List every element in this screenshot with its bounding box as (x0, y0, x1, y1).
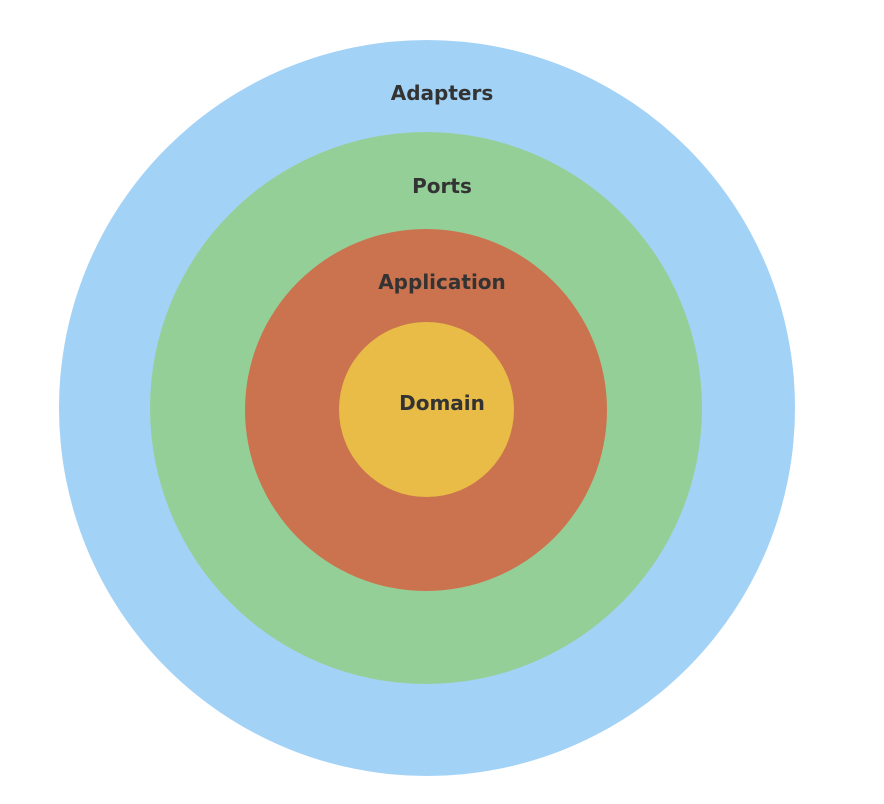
application-label: Application (378, 270, 506, 294)
ports-label: Ports (412, 174, 472, 198)
adapters-label: Adapters (390, 81, 494, 105)
domain-ring (339, 322, 514, 497)
domain-label: Domain (399, 391, 485, 415)
